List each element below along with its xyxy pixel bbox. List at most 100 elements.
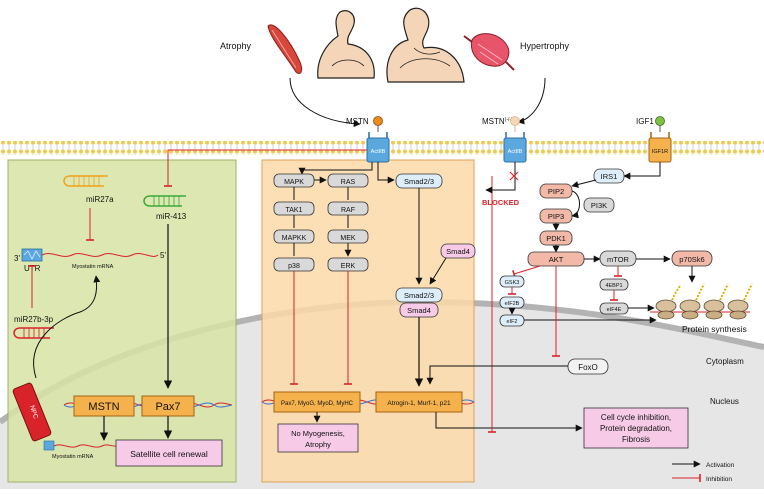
ras-node: RAS (327, 173, 369, 188)
tak1-node: TAK1 (273, 201, 315, 216)
pdk1-node: PDK1 (539, 230, 573, 246)
svg-text:Atrogin-1, Murf-1, p21: Atrogin-1, Murf-1, p21 (387, 400, 451, 407)
svg-text:Pax7: Pax7 (155, 401, 180, 413)
svg-text:eIF2B: eIF2B (505, 301, 520, 307)
actiib-receptor-left: ActIIB (366, 132, 390, 163)
legend-activation-label: Activation (706, 462, 735, 469)
pip3-node: PIP3 (539, 208, 573, 224)
smad4-node: Smad4 (440, 243, 476, 259)
svg-text:IRS1: IRS1 (601, 172, 618, 181)
svg-text:ERK: ERK (341, 263, 356, 270)
svg-text:Atrophy: Atrophy (305, 440, 331, 449)
p38-node: p38 (273, 257, 315, 272)
svg-text:MSTN: MSTN (88, 401, 119, 413)
svg-text:No Myogenesis,: No Myogenesis, (291, 429, 345, 438)
atrophy-genes-box (375, 391, 463, 413)
igf1-label: IGF1 (636, 117, 654, 126)
svg-text:Smad2/3: Smad2/3 (404, 177, 434, 186)
mapk-node: MAPK (273, 173, 315, 188)
irs1-node: IRS1 (593, 168, 625, 184)
mstn-ligand-icon (373, 116, 383, 132)
svg-text:MAPKK: MAPKK (282, 235, 307, 242)
legend-inhibition-label: Inhibition (706, 476, 732, 483)
smad23-node: Smad2/3 (395, 173, 443, 189)
svg-text:RAS: RAS (341, 179, 356, 186)
erk-node: ERK (327, 257, 369, 272)
eif4e-node: eIF4E (599, 302, 629, 315)
svg-text:ActIIB: ActIIB (371, 149, 386, 155)
mir27b-hairpin-icon (13, 327, 54, 339)
mtor-node: mTOR (599, 250, 637, 267)
svg-text:PI3K: PI3K (591, 201, 607, 210)
svg-text:PIP3: PIP3 (548, 212, 564, 221)
svg-text:ActIIB: ActIIB (508, 149, 523, 155)
myostatin-mrna-label-top: Myostatin mRNA (72, 264, 114, 270)
pip2-node: PIP2 (539, 183, 573, 199)
svg-text:Cell cycle inhibition,: Cell cycle inhibition, (601, 413, 671, 422)
mir413-label: miR-413 (156, 212, 187, 221)
ribosome-icons (650, 283, 753, 320)
svg-text:p70Sk6: p70Sk6 (679, 255, 704, 264)
genes-to-outcome-arrow (435, 412, 583, 432)
no-myogenesis-box (277, 423, 359, 453)
svg-text:TAK1: TAK1 (286, 207, 303, 214)
nucleus-label: Nucleus (710, 397, 739, 406)
svg-text:eIF4E: eIF4E (607, 307, 622, 313)
svg-text:eIF2: eIF2 (506, 319, 517, 325)
p70s6k-node: p70Sk6 (671, 250, 713, 267)
legend: Activation Inhibition (672, 460, 735, 483)
myostatin-mrna-strand-top (41, 253, 159, 257)
svg-text:Smad4: Smad4 (407, 306, 431, 315)
hypertrophy-muscle-icon (463, 33, 515, 71)
akt-node: AKT (527, 251, 585, 267)
svg-text:FoxO: FoxO (578, 363, 598, 372)
hypertrophy-arrow (517, 77, 546, 125)
mek-node: MEK (327, 229, 369, 244)
mir27a-label: miR27a (86, 195, 114, 204)
mstn-label: MSTN (346, 117, 369, 126)
myostatin-mrna-label-bottom: Myostatin mRNA (52, 454, 94, 460)
cytoplasm-label: Cytoplasm (706, 357, 744, 366)
raf-node: RAF (327, 201, 369, 216)
gsk3-node: GSK3 (499, 275, 525, 288)
thin-arm-icon (317, 10, 375, 79)
mir27a-hairpin-icon (63, 175, 108, 187)
igf1-ligand-icon (655, 116, 665, 132)
actiib-inhibits-mir413 (164, 149, 367, 187)
svg-text:Smad2/3: Smad2/3 (404, 291, 434, 300)
igf1r-receptor: IGF1R (648, 132, 672, 163)
npc-pore-icon: NPC (12, 382, 52, 442)
svg-text:MAPK: MAPK (284, 179, 304, 186)
actiib-to-mapk-ras (298, 162, 373, 175)
mstn-ko-label: MSTN(-/-) (482, 117, 513, 126)
svg-text:NPC: NPC (28, 405, 39, 421)
three-prime-label: 3' (14, 254, 20, 263)
eif2b-node: eIF2B (499, 296, 525, 309)
svg-text:mTOR: mTOR (607, 255, 630, 264)
actiib-receptor-right: ActIIB (503, 132, 527, 163)
myostatin-mrna-strand-bottom (53, 444, 117, 448)
mir27b-label: miR27b-3p (14, 315, 54, 324)
svg-text:GSK3: GSK3 (505, 280, 520, 286)
foxo-node: FoxO (567, 358, 609, 375)
pi3k-node: PI3K (583, 197, 615, 213)
svg-text:Fibrosis: Fibrosis (622, 435, 650, 444)
svg-text:Protein degradation,: Protein degradation, (600, 424, 672, 433)
hypertrophy-label: Hypertrophy (520, 41, 570, 51)
mrna-export-arrow (33, 275, 101, 379)
svg-text:Pax7, MyoG, MyoD, MyHC: Pax7, MyoG, MyoD, MyHC (281, 401, 354, 407)
five-prime-label: 5' (160, 251, 166, 260)
mir413-hairpin-icon (143, 195, 186, 207)
mstn-ko-ligand-icon (510, 116, 520, 132)
degradation-outcome-box (583, 407, 689, 449)
svg-text:Satellite cell renewal: Satellite cell renewal (130, 449, 208, 459)
svg-text:Smad4: Smad4 (446, 247, 470, 256)
atrophy-muscle-icon (267, 24, 303, 75)
svg-text:MEK: MEK (340, 235, 356, 242)
blocked-label: BLOCKED (482, 198, 520, 207)
atrophy-arrow (289, 77, 361, 128)
satellite-renewal-box (115, 439, 223, 467)
svg-text:AKT: AKT (549, 255, 564, 264)
mapkk-node: MAPKK (273, 229, 315, 244)
